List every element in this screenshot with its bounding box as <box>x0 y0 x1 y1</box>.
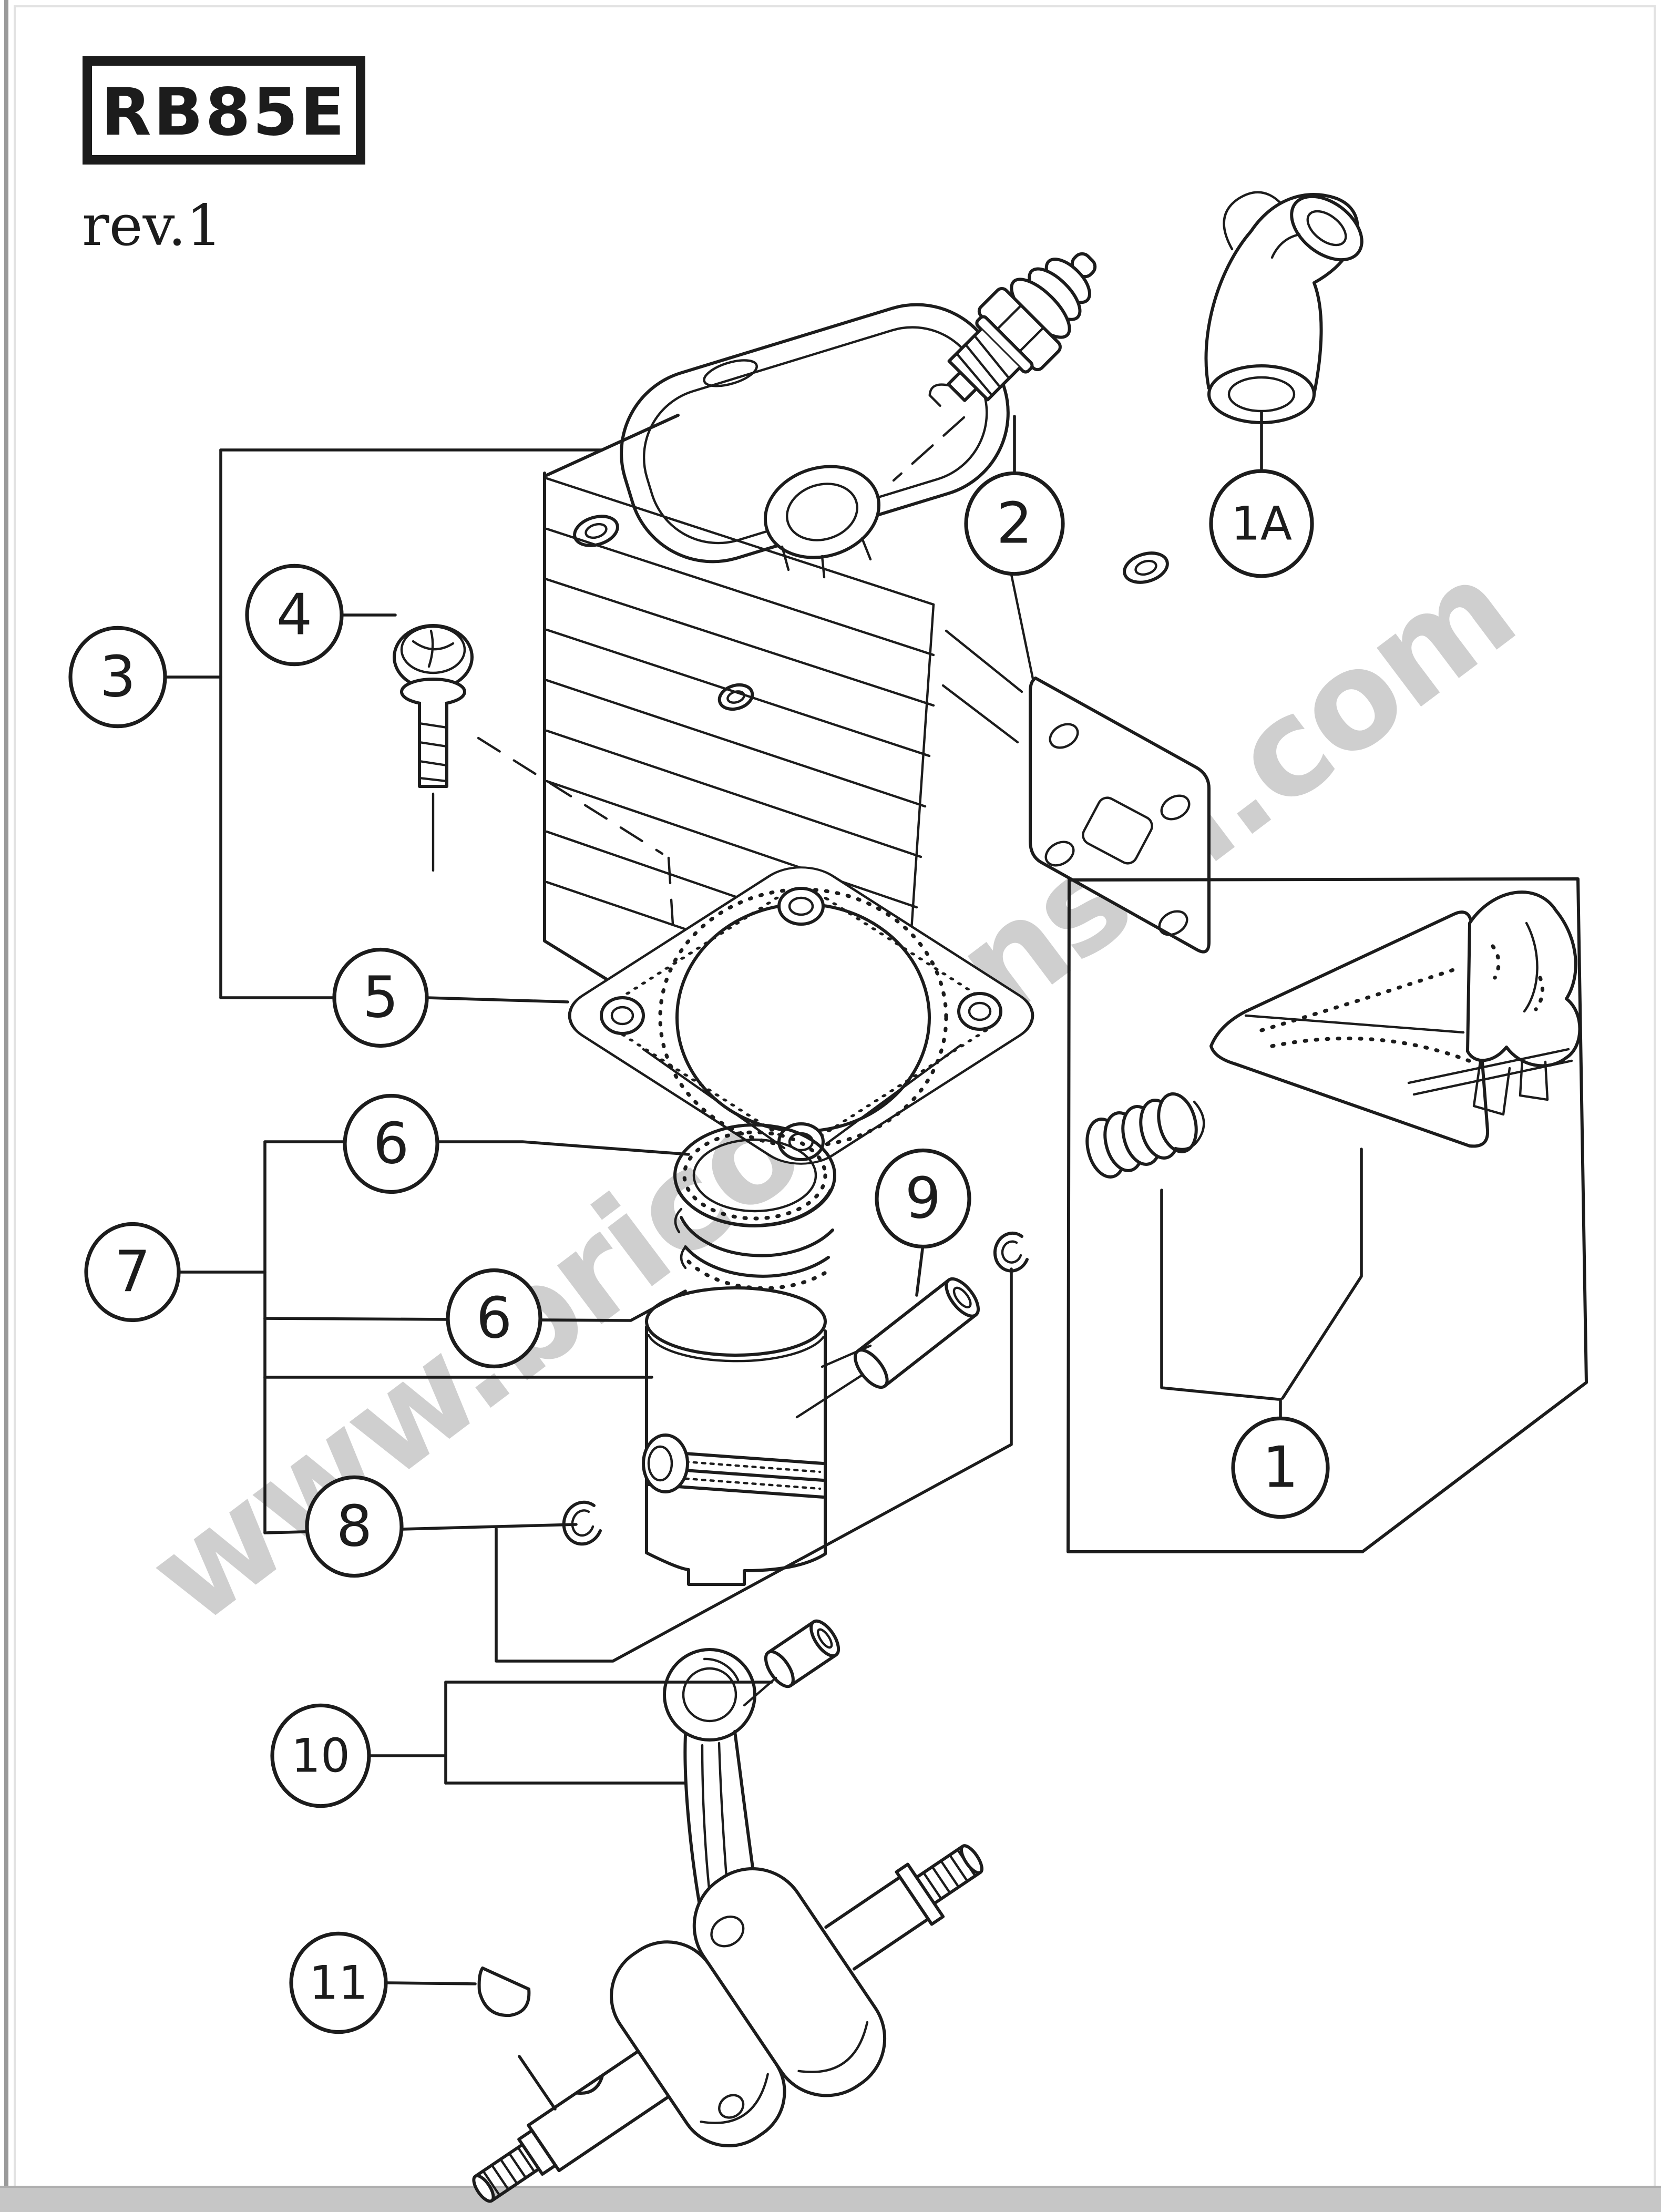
callout-8: 8 <box>305 1475 404 1578</box>
callout-1A: 1A <box>1209 469 1314 578</box>
callout-circle-5 <box>332 947 429 1048</box>
callout-circle-8 <box>305 1475 404 1578</box>
scan-bottom-bar <box>0 2187 1661 2212</box>
callout-circle-4 <box>245 564 344 667</box>
callout-circle-2 <box>964 471 1065 576</box>
callout-circle-1A <box>1209 469 1314 578</box>
callouts-layer: 2 1A 4 3 5 6 6 7 8 9 1 10 11 <box>68 411 1363 2111</box>
callout-label-8: 8 <box>336 1494 373 1560</box>
callout-circle-10 <box>270 1703 371 1808</box>
callout-label-10: 10 <box>291 1729 350 1783</box>
leader-line-11 <box>384 1981 477 1985</box>
callout-label-9: 9 <box>905 1166 941 1232</box>
callout-label-2: 2 <box>997 491 1033 557</box>
model-label: RB85E <box>101 75 346 150</box>
callout-6b: 6 <box>446 1268 542 1369</box>
leader-line-1 <box>1160 1189 1280 1401</box>
leader-line-6b <box>263 1289 687 1322</box>
screw <box>393 624 474 788</box>
callout-circle-6b <box>446 1268 542 1369</box>
air-filter <box>1209 890 1582 1148</box>
callout-9: 9 <box>875 1148 971 1249</box>
leader-line-9 <box>915 1243 925 1297</box>
leader-line-1 <box>1281 1148 1363 1400</box>
leader-line-5 <box>425 996 569 1003</box>
callout-label-6a: 6 <box>373 1111 409 1177</box>
callout-label-3: 3 <box>100 644 136 710</box>
piston <box>642 1286 872 1586</box>
callout-1: 1 <box>1231 1416 1330 1519</box>
callout-label-7: 7 <box>115 1240 151 1305</box>
intake-elbow <box>1204 191 1363 424</box>
callout-6a: 6 <box>343 1093 439 1194</box>
callout-circle-3 <box>68 626 167 729</box>
crankshaft <box>472 1844 983 2203</box>
circlip-right <box>993 1231 1029 1273</box>
leader-line-8 <box>495 1267 1013 1663</box>
callout-3: 3 <box>68 626 167 729</box>
woodruff-key <box>477 1967 531 2018</box>
connecting-rod <box>663 1648 761 1921</box>
callout-2: 2 <box>964 471 1065 576</box>
callout-circle-6a <box>343 1093 439 1194</box>
revision-label: rev.1 <box>82 193 222 259</box>
scan-left-edge-line <box>4 0 8 2212</box>
callout-10: 10 <box>270 1703 371 1808</box>
callout-label-1: 1 <box>1263 1435 1299 1501</box>
callout-label-5: 5 <box>363 965 399 1031</box>
wrist-pin <box>854 1277 980 1389</box>
callout-circle-11 <box>289 1931 388 2034</box>
leader-line-11 <box>518 2055 557 2111</box>
callout-circle-7 <box>84 1222 181 1323</box>
title-block: RB85E rev.1 <box>82 56 365 259</box>
circlip-left <box>562 1500 602 1546</box>
callout-label-11: 11 <box>309 1956 368 2010</box>
callout-circle-1 <box>1231 1416 1330 1519</box>
callout-5: 5 <box>332 947 429 1048</box>
crank-pin <box>764 1619 840 1688</box>
callout-circle-9 <box>875 1148 971 1249</box>
callout-label-4: 4 <box>276 582 313 648</box>
spark-plug <box>928 252 1097 407</box>
piston-rings <box>673 1123 836 1291</box>
callout-11: 11 <box>289 1931 388 2034</box>
gasket <box>568 866 1034 1165</box>
callout-label-1A: 1A <box>1231 497 1292 551</box>
pin-axis-line <box>795 1374 864 1419</box>
callout-label-6b: 6 <box>476 1286 512 1351</box>
cylinder <box>432 303 1211 1058</box>
callout-4: 4 <box>245 564 344 667</box>
callout-7: 7 <box>84 1222 181 1323</box>
air-filter-box <box>1067 877 1588 1553</box>
model-box <box>83 56 365 165</box>
filter-spring <box>1085 1092 1205 1179</box>
